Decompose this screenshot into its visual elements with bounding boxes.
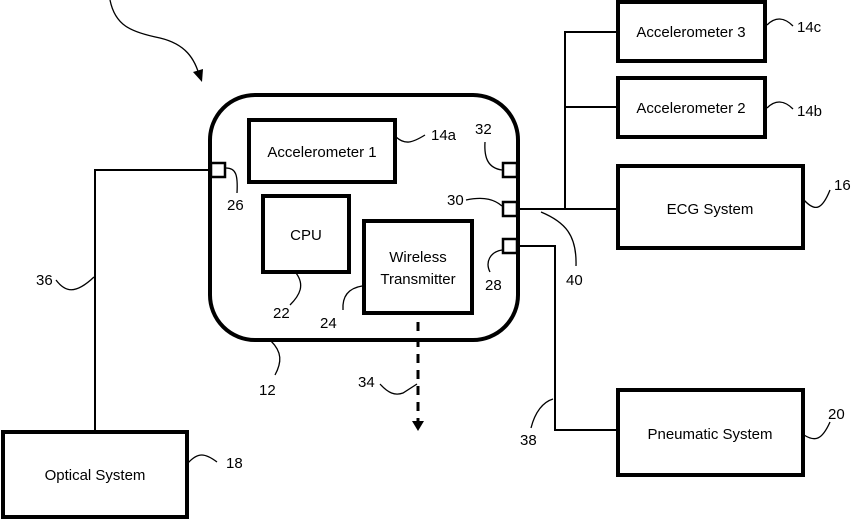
port-28: [503, 239, 517, 253]
transmitter-label-line1: Wireless: [389, 249, 447, 266]
accelerometer-3-block: Accelerometer 3: [618, 2, 765, 61]
optical-line-ref: 36: [36, 272, 53, 289]
pneumatic-line-leader: [531, 399, 553, 428]
port-26: [211, 163, 225, 177]
accelerometer-1-ref: 14a: [431, 127, 457, 144]
ecg-system-block: ECG System: [618, 166, 803, 248]
optical-system-leader: [188, 455, 217, 463]
port-32-ref: 32: [475, 121, 492, 138]
device-ref: 12: [259, 382, 276, 399]
optical-system-label: Optical System: [45, 467, 146, 484]
pneumatic-system-block: Pneumatic System: [618, 390, 803, 475]
pneumatic-system-leader: [804, 422, 830, 439]
accelerometer-3-leader: [767, 19, 793, 26]
accelerometer-1-block: Accelerometer 1: [249, 120, 395, 182]
pneumatic-system-ref: 20: [828, 406, 845, 423]
accelerometer-3-label: Accelerometer 3: [636, 24, 745, 41]
port-30-ref: 30: [447, 192, 464, 209]
ecg-system-ref: 16: [834, 177, 851, 194]
wireless-transmitter-block: Wireless Transmitter: [364, 221, 472, 313]
optical-connection-line: [95, 170, 211, 432]
cpu-ref: 22: [273, 305, 290, 322]
wireless-signal-arrowhead: [412, 421, 424, 431]
transmitter-label-line2: Transmitter: [380, 271, 455, 288]
accelerometer-2-leader: [767, 102, 793, 109]
accelerometer-2-ref: 14b: [797, 103, 822, 120]
ecg-system-leader: [804, 190, 830, 207]
device-leader: [271, 341, 280, 375]
accelerometer-1-label: Accelerometer 1: [267, 144, 376, 161]
port-28-ref: 28: [485, 277, 502, 294]
wireless-signal-ref: 34: [358, 374, 375, 391]
accelerometer-2-block: Accelerometer 2: [618, 78, 765, 137]
pneumatic-system-label: Pneumatic System: [647, 426, 772, 443]
pneumatic-line-ref: 38: [520, 432, 537, 449]
optical-system-ref: 18: [226, 455, 243, 472]
wireless-signal-leader: [380, 384, 417, 394]
optical-line-leader: [56, 277, 94, 290]
sensor-bus-ref: 40: [566, 272, 583, 289]
accelerometer-3-ref: 14c: [797, 19, 822, 36]
cpu-label: CPU: [290, 227, 322, 244]
port-30: [503, 202, 517, 216]
port-32: [503, 163, 517, 177]
sensor-bus-vertical: [565, 32, 617, 209]
ecg-system-label: ECG System: [667, 201, 754, 218]
sensor-bus-leader: [541, 212, 576, 266]
transmitter-ref: 24: [320, 315, 337, 332]
accelerometer-2-label: Accelerometer 2: [636, 100, 745, 117]
cpu-block: CPU: [263, 196, 349, 272]
figure-pointer-arrowhead: [193, 69, 203, 82]
figure-pointer-arrow: [110, 0, 200, 78]
port-26-ref: 26: [227, 197, 244, 214]
optical-system-block: Optical System: [3, 432, 187, 517]
